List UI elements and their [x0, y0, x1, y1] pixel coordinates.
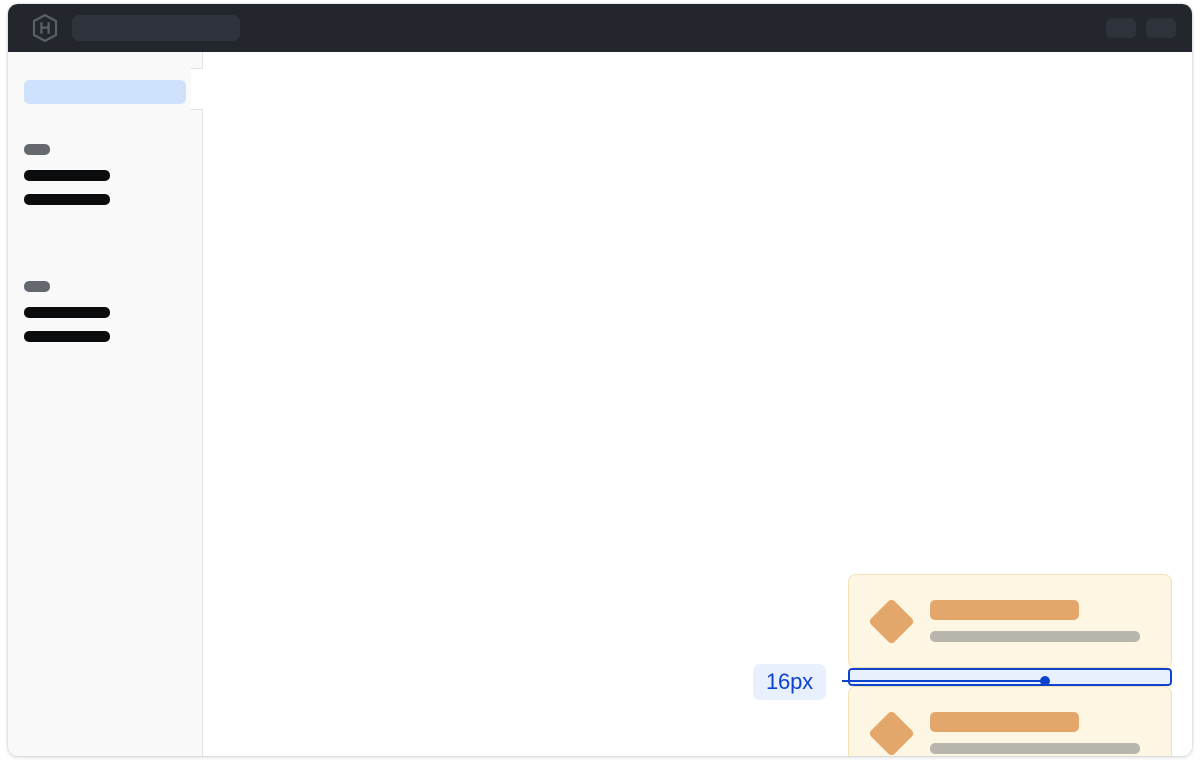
skeleton-card-1-lines — [930, 600, 1149, 642]
measurement-leader-dot — [1040, 676, 1050, 686]
topbar-actions — [1106, 4, 1176, 52]
sidebar — [8, 52, 214, 756]
sidebar-item-1-2[interactable] — [24, 194, 110, 205]
app-body: 16px — [8, 52, 1192, 756]
diamond-icon — [868, 709, 915, 756]
sidebar-group-1 — [8, 144, 202, 205]
sidebar-item-2-2[interactable] — [24, 331, 110, 342]
skeleton-card-2-secondary-line — [930, 743, 1141, 754]
sidebar-group-2 — [8, 281, 202, 342]
skeleton-card-1[interactable] — [848, 574, 1172, 668]
measurement-leader-line — [842, 680, 1047, 682]
skeleton-card-1-secondary-line — [930, 631, 1141, 642]
global-search-input[interactable] — [72, 15, 240, 41]
main-canvas: 16px — [203, 52, 1192, 756]
skeleton-card-2-primary-line — [930, 712, 1079, 732]
spacing-measurement-badge[interactable]: 16px — [753, 664, 826, 700]
card-stack — [848, 574, 1172, 756]
sidebar-group-2-heading — [24, 281, 50, 292]
topbar-skeleton-item-2[interactable] — [1146, 18, 1176, 38]
app-window: 16px — [8, 4, 1192, 756]
hashicorp-hexagon-logo-icon[interactable] — [32, 14, 58, 42]
sidebar-search-skeleton[interactable] — [24, 80, 186, 104]
topbar-skeleton-item-1[interactable] — [1106, 18, 1136, 38]
diamond-icon — [868, 597, 915, 645]
sidebar-item-2-1[interactable] — [24, 307, 110, 318]
sidebar-group-1-heading — [24, 144, 50, 155]
top-navigation-bar — [8, 4, 1192, 52]
spacing-gap-highlight[interactable] — [848, 668, 1172, 686]
skeleton-card-1-primary-line — [930, 600, 1079, 620]
skeleton-card-2-lines — [930, 712, 1149, 754]
skeleton-card-2[interactable] — [848, 686, 1172, 756]
sidebar-item-1-1[interactable] — [24, 170, 110, 181]
